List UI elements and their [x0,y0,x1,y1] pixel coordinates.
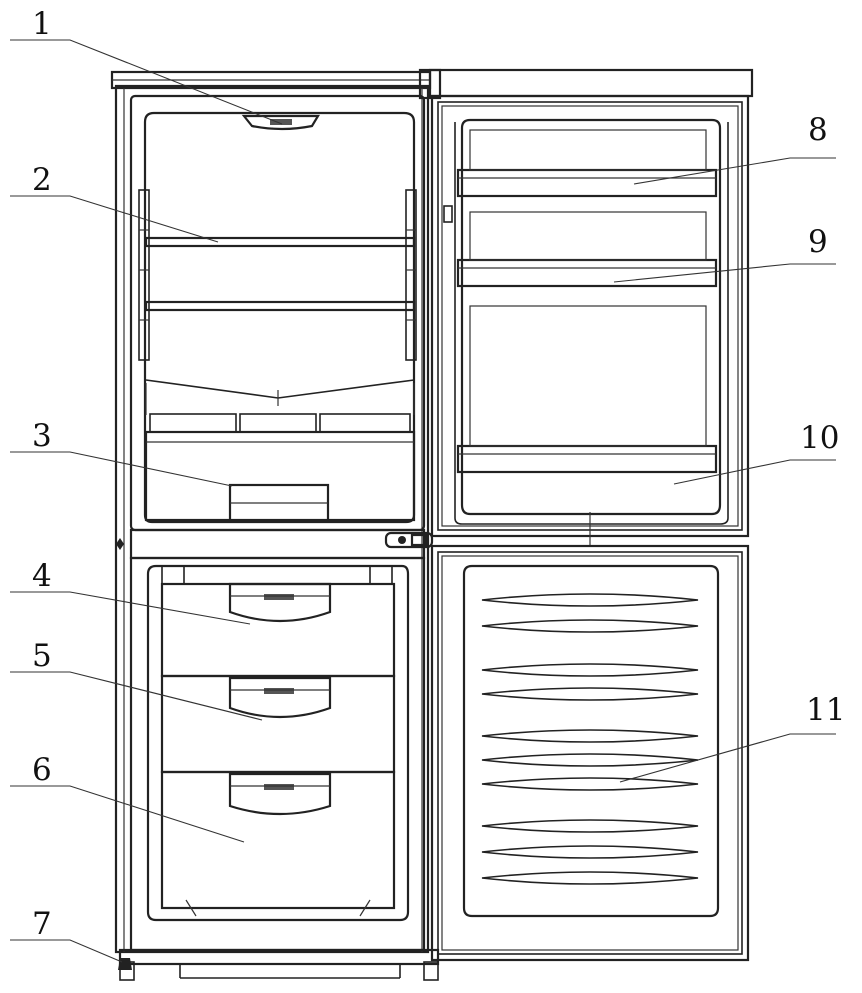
callout-2: 2 [32,162,52,198]
door-ribs [481,593,699,885]
fridge-compartment [129,94,426,532]
callout-1: 1 [32,6,52,42]
glass-shelves [144,236,416,312]
adjustable-foot [118,958,132,970]
door-bin-lower [456,305,718,474]
freezer-compartment [129,556,426,952]
door-bin-middle [456,211,718,288]
callout-11: 11 [806,692,845,728]
cabinet-body [110,70,440,981]
freezer-door [430,544,750,962]
callout-7: 7 [32,906,52,942]
door-bin-upper [456,129,718,198]
callout-6: 6 [32,752,52,788]
callout-9: 9 [808,224,828,260]
callout-8: 8 [808,112,828,148]
callout-3: 3 [32,418,52,454]
lamp [241,114,320,131]
callout-10: 10 [800,420,839,456]
callout-5: 5 [32,638,52,674]
callout-labels: 1 2 3 4 5 6 7 8 9 10 11 [32,6,845,942]
fridge-door [428,68,754,546]
leader-lines [10,39,836,963]
callout-4: 4 [32,558,52,594]
